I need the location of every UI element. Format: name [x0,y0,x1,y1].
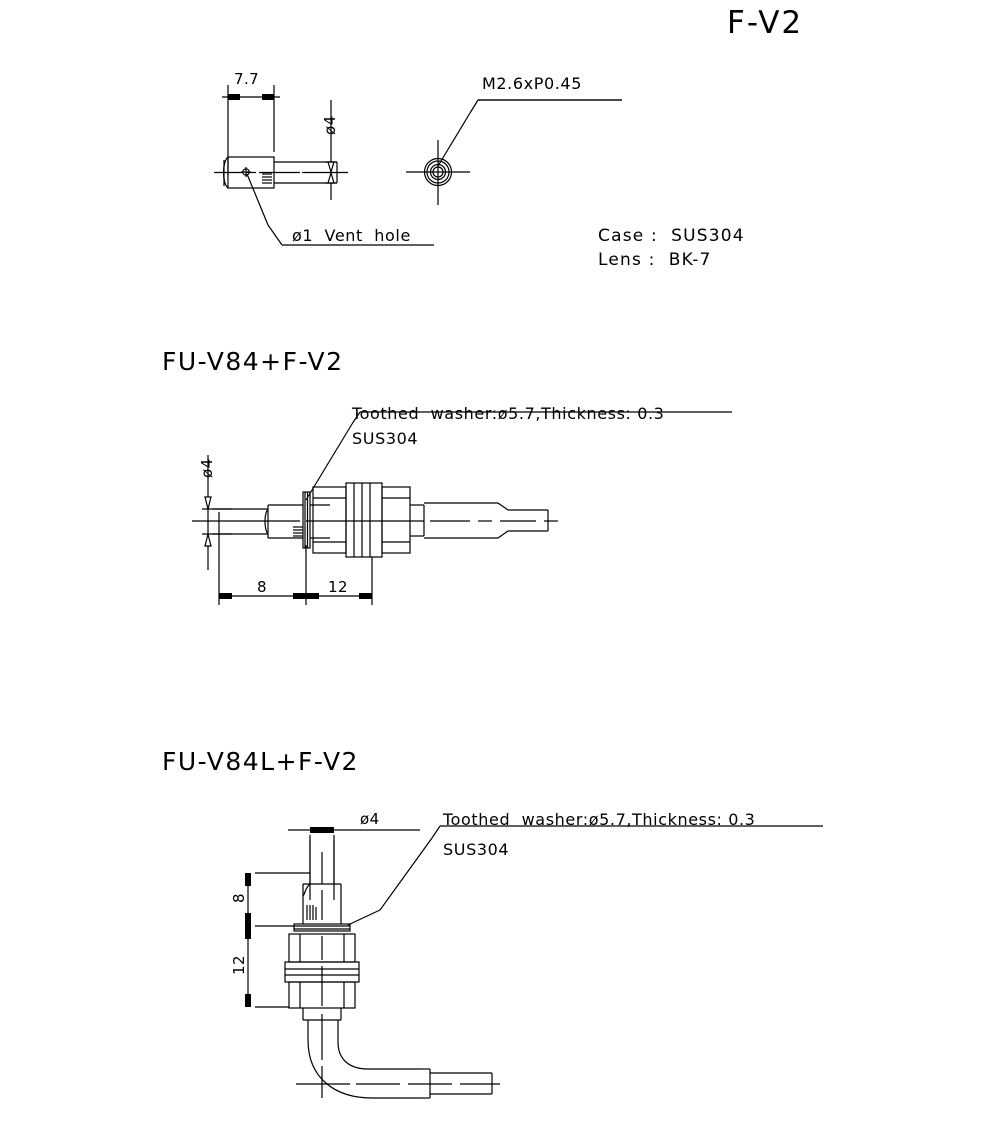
toothed-washer-note-line1: Toothed washer:ø5.7,Thickness: 0.3 [352,404,665,423]
straight-assembly-dim-12: 12 [328,578,348,596]
top-view-diameter-dimension: ø4 [321,115,339,135]
straight-assembly-diameter-dimension: ø4 [198,458,216,478]
right-angle-washer-note-line2: SUS304 [443,840,510,859]
section-heading-right-angle-assembly: FU-V84L+F-V2 [162,747,359,776]
right-angle-diameter-dimension: ø4 [360,810,380,828]
straight-assembly-dim-8: 8 [257,578,267,596]
lens-material-label: Lens : BK-7 [598,250,712,270]
vent-hole-label: ø1 Vent hole [292,226,411,245]
right-angle-dim-8: 8 [230,893,248,903]
right-angle-dim-12: 12 [230,955,248,975]
drawing-title: F-V2 [727,5,804,41]
toothed-washer-note-line2: SUS304 [352,429,419,448]
case-material-label: Case : SUS304 [598,226,745,246]
thread-specification-label: M2.6xP0.45 [482,74,582,93]
section-heading-straight-assembly: FU-V84+F-V2 [162,347,344,376]
right-angle-washer-note-line1: Toothed washer:ø5.7,Thickness: 0.3 [443,810,756,829]
top-view-width-dimension: 7.7 [234,70,260,88]
